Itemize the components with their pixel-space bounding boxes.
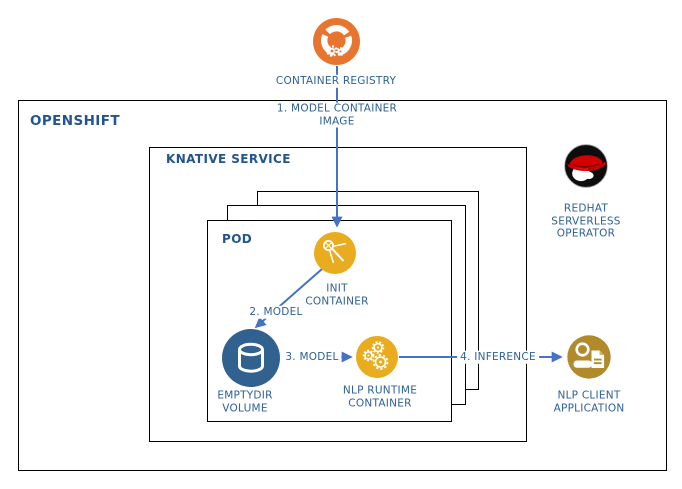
container-registry-label: CONTAINER REGISTRY [272,74,400,88]
emptydir-volume-label-line: VOLUME [222,402,268,414]
redhat-operator-label: REDHAT SERVERLESS OPERATOR [551,202,620,240]
init-container-icon [314,232,356,274]
emptydir-volume-label: EMPTYDIR VOLUME [217,390,272,415]
pod-title: POD [222,232,253,246]
edge-label-model-3: 3. MODEL [282,350,342,364]
edge-label-inference: 4. INFERENCE [457,350,539,364]
nlp-client-application-icon [567,335,611,379]
edge-label-line: 1. MODEL CONTAINER [276,102,398,115]
init-container-label: INIT CONTAINER [305,283,368,308]
init-container-label-line: INIT [326,282,348,295]
redhat-label-line: SERVERLESS [551,214,621,227]
nlp-client-label-line: NLP CLIENT [557,389,621,402]
nlp-runtime-container-icon [356,336,398,378]
nlp-runtime-label-line: NLP RUNTIME [342,384,418,397]
init-container-label-line: CONTAINER [305,295,369,307]
gears-glyph [362,341,389,370]
redhat-label-line: REDHAT [563,202,609,215]
nlp-client-label-line: APPLICATION [553,402,625,414]
compass-glyph [322,239,347,264]
nlp-runtime-container-label: NLP RUNTIME CONTAINER [343,385,417,410]
edge-label-model-2: 2. MODEL [246,305,306,319]
shadowman-glyph [567,155,606,182]
person-document-glyph [573,342,605,368]
nlp-client-application-label: NLP CLIENT APPLICATION [554,390,625,415]
nlp-runtime-label-line: CONTAINER [348,397,412,409]
emptydir-volume-icon [222,329,280,387]
knative-service-title: KNATIVE SERVICE [166,152,291,166]
emptydir-volume-label-line: EMPTYDIR [217,389,273,402]
edge-label-model-container-image: 1. MODEL CONTAINER IMAGE [273,102,401,128]
redhat-operator-icon [564,144,608,188]
edge-label-line: IMAGE [319,115,355,127]
openshift-title: OPENSHIFT [30,113,120,129]
redhat-label-line: OPERATOR [556,227,616,240]
container-registry-icon [313,18,360,65]
cylinder-glyph [238,342,264,373]
